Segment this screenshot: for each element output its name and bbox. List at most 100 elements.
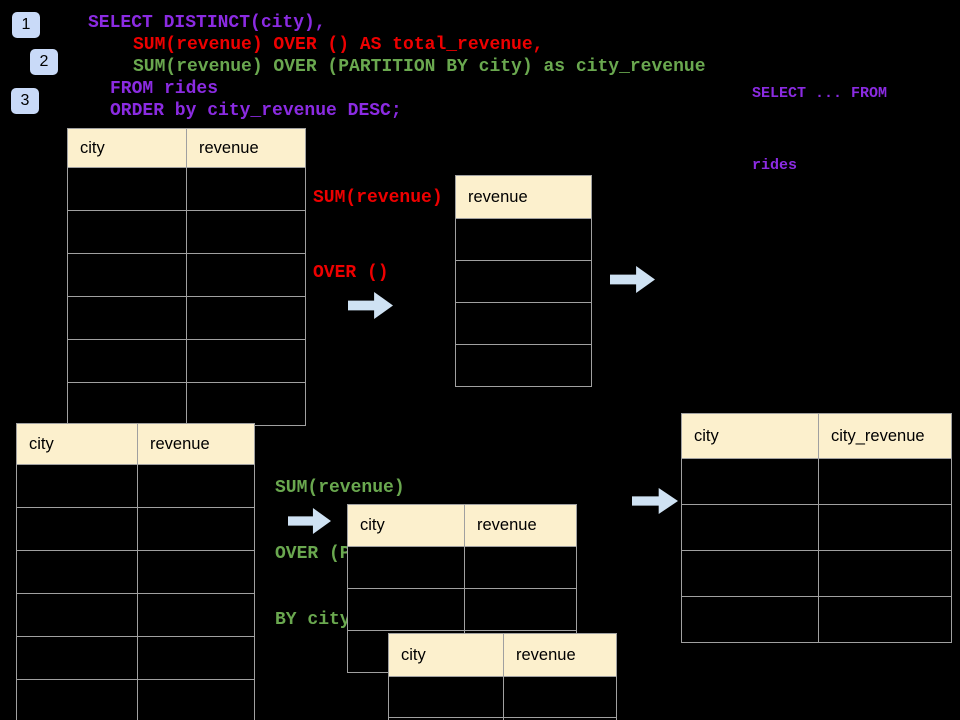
table-row [456, 344, 591, 386]
table-row [68, 210, 305, 253]
column-header-revenue: revenue [468, 187, 528, 206]
table-body [456, 218, 591, 386]
table-cell-empty [186, 211, 305, 253]
table-cell-empty [682, 551, 818, 596]
column-header-revenue: revenue [137, 424, 254, 464]
table-rides-source-partition-step: city revenue [16, 423, 255, 720]
table-row [682, 504, 951, 550]
table-cell-empty [137, 551, 254, 593]
table-cell-empty [503, 677, 616, 717]
column-header-revenue: revenue [186, 129, 305, 167]
table-cell-empty [68, 297, 186, 339]
table-row [68, 167, 305, 210]
table-row [389, 676, 616, 717]
step-badge-2: 2 [30, 49, 58, 75]
table-cell-empty [17, 637, 137, 679]
table-cell-empty [348, 547, 464, 588]
table-cell-empty [818, 505, 951, 550]
table-cell-empty [17, 465, 137, 507]
table-row [456, 302, 591, 344]
annotation-sum-over-total: SUM(revenue) OVER () [313, 136, 443, 336]
table-cell-empty [682, 597, 818, 642]
side-note-line-1: SELECT ... FROM [752, 85, 888, 102]
table-cell-empty [137, 637, 254, 679]
table-cell-empty [137, 465, 254, 507]
table-body [68, 167, 305, 425]
column-header-revenue: revenue [464, 505, 576, 546]
table-cell-empty [68, 254, 186, 296]
table-body [17, 464, 254, 720]
table-cell-empty [348, 589, 464, 630]
table-row [348, 588, 576, 630]
table-cell-empty [186, 297, 305, 339]
table-row [68, 382, 305, 425]
table-city-revenue-result: city city_revenue [681, 413, 952, 643]
step-badge-3: 3 [11, 88, 39, 114]
table-cell-empty [682, 505, 818, 550]
table-cell-empty [456, 345, 591, 386]
table-cell-empty [682, 459, 818, 504]
table-row [348, 546, 576, 588]
code-line-order-by: ORDER by city_revenue DESC; [110, 101, 402, 121]
side-note-line-2: rides [752, 157, 798, 174]
table-cell-empty [17, 508, 137, 550]
table-header-row: revenue [456, 176, 591, 218]
table-header-row: city revenue [348, 505, 576, 546]
table-cell-empty [456, 219, 591, 260]
table-body [389, 676, 616, 720]
column-header-city: city [360, 516, 385, 534]
column-header-city: city [29, 434, 54, 453]
code-line-from: FROM rides [110, 79, 219, 99]
table-header-row: city city_revenue [682, 414, 951, 458]
table-cell-empty [17, 551, 137, 593]
table-row [68, 296, 305, 339]
table-cell-empty [17, 594, 137, 636]
table-row [389, 717, 616, 720]
table-body [682, 458, 951, 642]
column-header-city: city [694, 426, 719, 445]
column-header-city-revenue: city_revenue [818, 414, 951, 458]
table-cell-empty [464, 547, 576, 588]
annotation-total-line-2: OVER () [313, 263, 389, 283]
column-header-city: city [80, 138, 105, 157]
table-header-row: city revenue [68, 129, 305, 167]
annotation-total-line-1: SUM(revenue) [313, 188, 443, 208]
table-total-revenue-result: revenue [455, 175, 592, 387]
table-cell-empty [17, 680, 137, 720]
table-row [17, 636, 254, 679]
step-badge-1: 1 [12, 12, 40, 38]
column-header-city: city [401, 645, 426, 664]
table-row [17, 464, 254, 507]
table-cell-empty [186, 340, 305, 382]
table-cell-empty [68, 383, 186, 425]
table-row [17, 679, 254, 720]
table-partition-group-2: city revenue [388, 633, 617, 720]
flow-arrow-right-icon [632, 488, 678, 514]
table-rides-source: city revenue [67, 128, 306, 426]
annotation-partition-line-1: SUM(revenue) [275, 478, 405, 498]
table-cell-empty [503, 718, 616, 720]
table-cell-empty [68, 211, 186, 253]
table-cell-empty [186, 383, 305, 425]
table-header-row: city revenue [389, 634, 616, 676]
table-cell-empty [456, 303, 591, 344]
flow-arrow-right-icon [610, 266, 655, 293]
table-row [68, 339, 305, 382]
table-cell-empty [137, 680, 254, 720]
table-cell-empty [68, 340, 186, 382]
table-row [17, 507, 254, 550]
table-cell-empty [818, 597, 951, 642]
table-cell-empty [818, 459, 951, 504]
table-row [456, 218, 591, 260]
table-cell-empty [456, 261, 591, 302]
table-cell-empty [137, 508, 254, 550]
table-header-row: city revenue [17, 424, 254, 464]
table-row [17, 593, 254, 636]
column-header-revenue: revenue [503, 634, 616, 676]
table-row [17, 550, 254, 593]
code-line-sum-over-partition: SUM(revenue) OVER (PARTITION BY city) as… [133, 57, 706, 77]
table-row [682, 458, 951, 504]
table-row [456, 260, 591, 302]
table-row [68, 253, 305, 296]
